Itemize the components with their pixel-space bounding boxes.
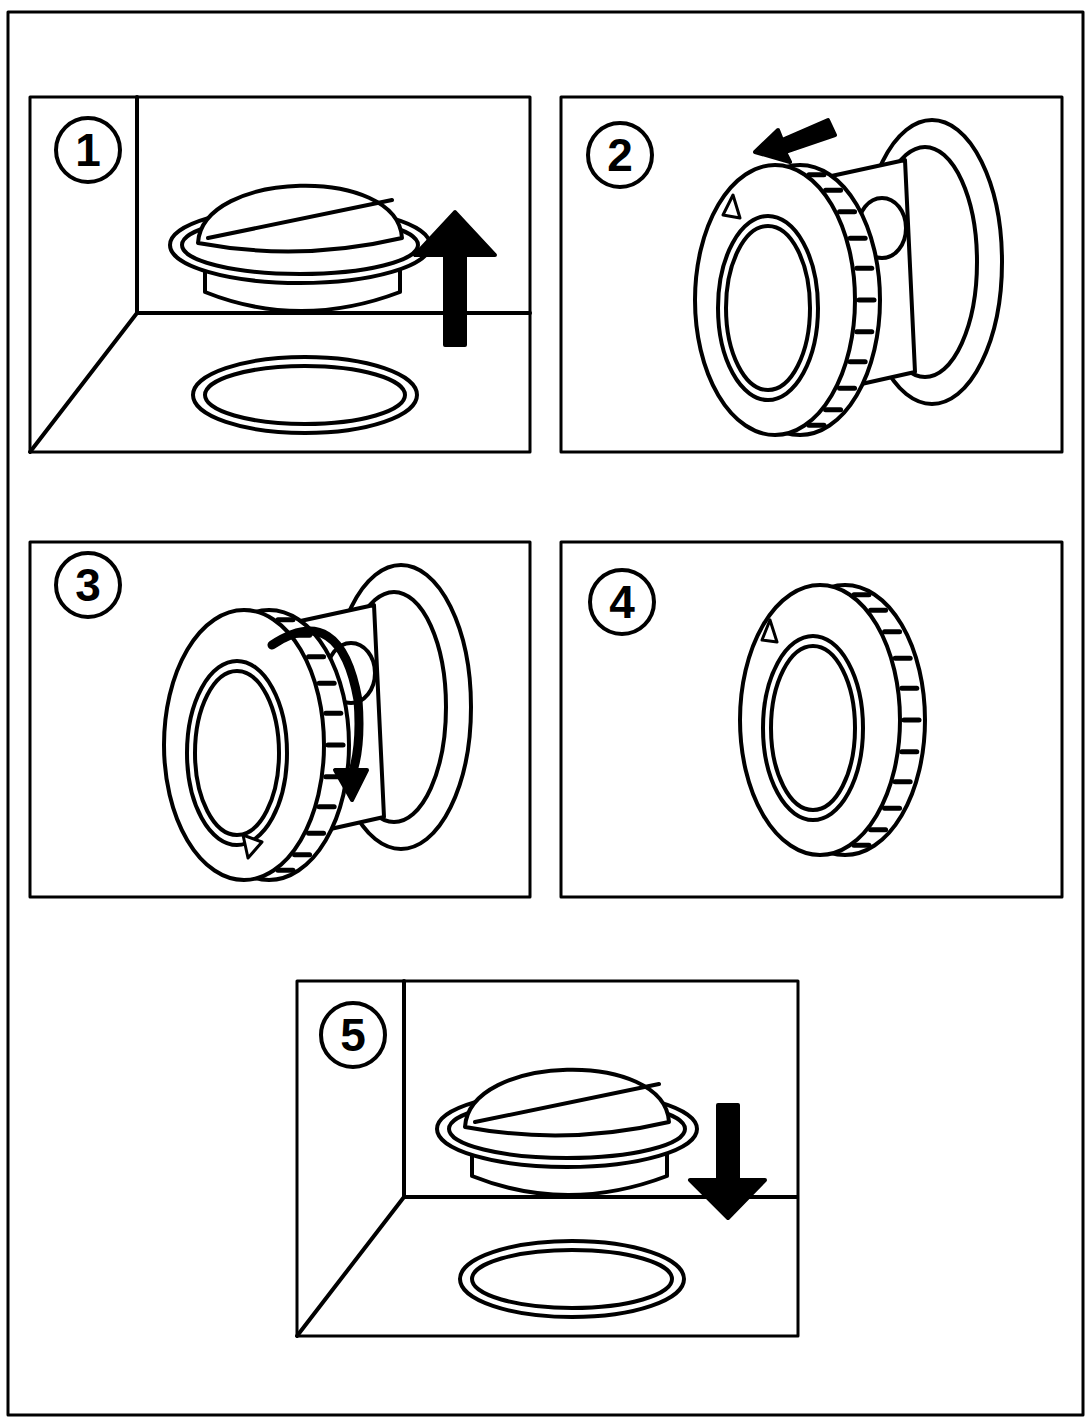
step-number: 3: [75, 562, 101, 608]
step-number-circle: 3: [54, 551, 122, 619]
step-number: 2: [607, 132, 633, 178]
step-number-circle: 2: [586, 121, 654, 189]
step-number: 5: [340, 1012, 366, 1058]
step-number-circle: 1: [54, 116, 122, 184]
step-number: 1: [75, 127, 101, 173]
step-number-circle: 5: [319, 1001, 387, 1069]
step-number: 4: [609, 579, 635, 625]
step-number-circle: 4: [588, 568, 656, 636]
